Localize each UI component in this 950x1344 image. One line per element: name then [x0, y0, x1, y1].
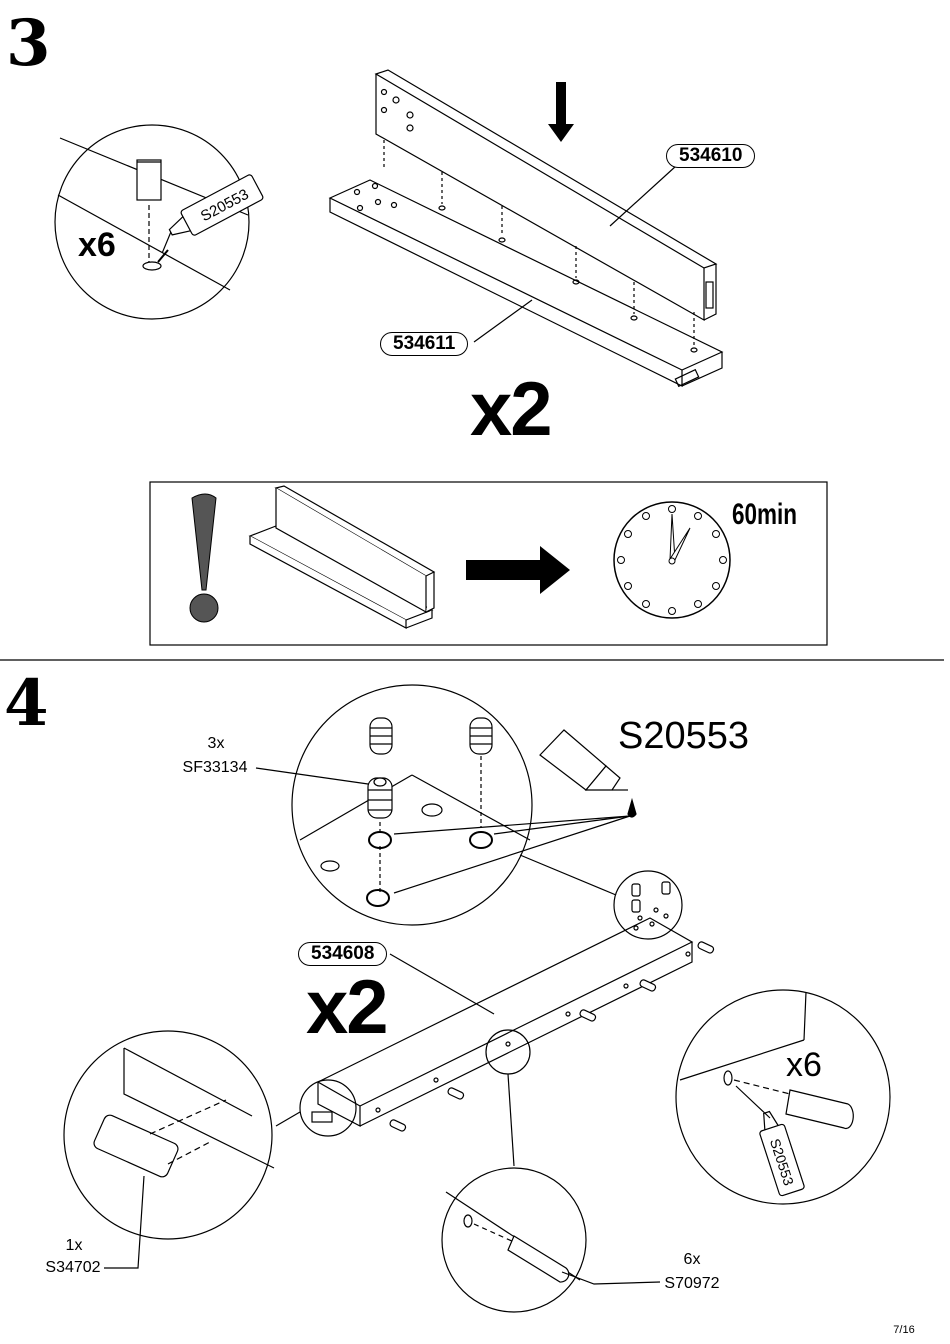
- right-arrow-icon: [466, 546, 570, 594]
- down-arrow-icon: [548, 82, 574, 142]
- part-534610-label: 534610: [666, 144, 756, 168]
- step4-quantity: x2: [306, 965, 389, 1050]
- page-number: 7/16: [893, 1324, 915, 1336]
- clock-icon: [613, 501, 731, 619]
- step4-insert-detail: [291, 684, 533, 926]
- step-4-number: 4: [4, 666, 49, 741]
- step3-bottom-panel: [328, 179, 724, 388]
- glue-code: S20553: [618, 715, 750, 757]
- step3-back-panel: [374, 69, 718, 346]
- insert-quantity: 3x: [207, 735, 225, 752]
- cap-quantity: 1x: [65, 1237, 83, 1254]
- step4-glue-tube: [393, 729, 637, 894]
- step3-detail-multiplier: x6: [78, 226, 116, 264]
- step3-detail-circle: [54, 124, 264, 320]
- notice-wait-time: 60min: [732, 498, 798, 531]
- insert-code: SF33134: [182, 759, 248, 776]
- step3-quantity: x2: [470, 367, 553, 452]
- dowel-quantity: 6x: [683, 1251, 701, 1268]
- part-534611-label: 534611: [380, 332, 469, 356]
- step4-dowel-detail: [441, 1167, 587, 1313]
- notice-box: [149, 481, 828, 646]
- step4-cap-detail: [63, 1030, 275, 1240]
- step4-dowel-glue-detail: [675, 989, 891, 1205]
- step4-detail-multiplier: x6: [786, 1046, 822, 1084]
- step4-rail: [316, 917, 715, 1132]
- cap-code: S34702: [45, 1259, 101, 1276]
- step-3-number: 3: [6, 6, 51, 81]
- part-534608-label: 534608: [298, 942, 388, 966]
- dowel-code: S70972: [664, 1275, 720, 1292]
